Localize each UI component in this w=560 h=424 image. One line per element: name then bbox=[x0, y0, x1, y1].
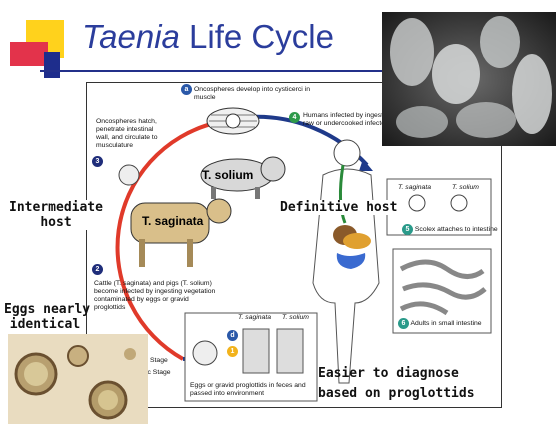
step-2-text: Cattle (T. saginata) and pigs (T. solium… bbox=[94, 280, 219, 312]
taenia-eggs-photo bbox=[8, 334, 148, 424]
t-saginata-top-label: T. saginata bbox=[398, 184, 431, 192]
badge-a: a bbox=[181, 84, 192, 95]
badge-4: 4 bbox=[289, 112, 300, 123]
definitive-host-label: Definitive host bbox=[280, 200, 397, 215]
oncosphere-icon bbox=[119, 165, 139, 185]
cow-icon bbox=[131, 199, 231, 267]
t-solium-top-label: T. solium bbox=[452, 184, 479, 192]
badge-1: 1 bbox=[227, 346, 238, 357]
slide-title: Taenia Life Cycle bbox=[82, 18, 334, 56]
badge-6: 6 bbox=[398, 318, 409, 329]
badge-5: 5 bbox=[402, 224, 413, 235]
step-a-text: a Oncospheres develop into cysticerci in… bbox=[194, 86, 312, 102]
title-decoration-blue bbox=[44, 52, 60, 78]
step-3-text: Oncospheres hatch, penetrate intestinal … bbox=[96, 118, 168, 150]
human-host-icon bbox=[313, 140, 379, 383]
step-1-text: Eggs or gravid proglottids in feces and … bbox=[190, 382, 320, 398]
pig-label: T. solium bbox=[202, 168, 253, 182]
stage-label-1: Stage bbox=[150, 357, 168, 365]
title-decoration-red bbox=[10, 42, 48, 66]
badge-d: d bbox=[227, 330, 238, 341]
step-6-text: 6 Adults in small intestine bbox=[398, 318, 498, 329]
cow-label: T. saginata bbox=[142, 214, 203, 228]
stage-label-2: ic Stage bbox=[146, 369, 171, 377]
intermediate-host-label: Intermediate host bbox=[2, 200, 110, 230]
badge-3: 3 bbox=[92, 156, 103, 167]
eggs-identical-label: Eggs nearly identical bbox=[4, 302, 86, 332]
t-saginata-bottom-label: T. saginata bbox=[238, 314, 271, 322]
cysticerci-photo bbox=[382, 12, 556, 146]
step-4-text: 4 Humans infected by ingesting raw or un… bbox=[303, 112, 393, 128]
t-solium-bottom-label: T. solium bbox=[282, 314, 309, 322]
step-5-text: 5 Scolex attaches to intestine bbox=[402, 224, 500, 235]
easier-to-diagnose-label: Easier to diagnose based on proglottids bbox=[318, 364, 475, 404]
badge-2: 2 bbox=[92, 264, 103, 275]
